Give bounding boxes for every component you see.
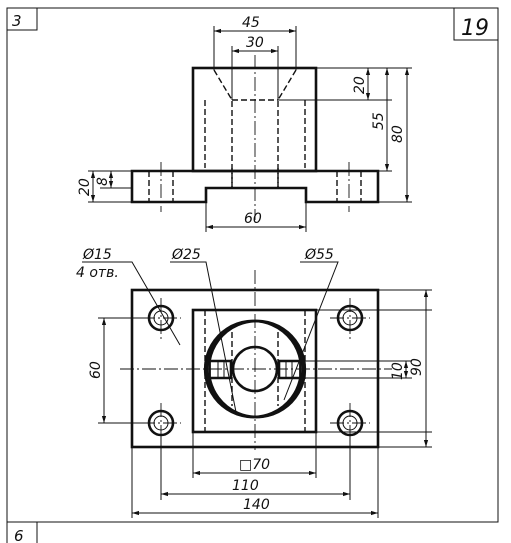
dim-slot-width: 60 [244,211,262,227]
dim-hole-spacing-vertical: 60 [88,361,104,379]
inner-diameter-label: Ø25 [171,247,201,263]
dim-body-height: 55 [371,112,387,130]
top-view [82,261,432,518]
sheet-number-top-left: 3 [12,12,22,30]
base-outline [130,169,380,204]
dim-top-inner: 30 [246,35,264,51]
hole-diameter-label: Ø15 [82,247,112,263]
outer-diameter-label: Ø55 [304,247,334,263]
hole-count-label: 4 отв. [76,265,119,281]
sheet-number-top-right: 19 [461,16,489,41]
dim-bore-depth: 20 [352,76,368,94]
square-body [191,308,318,434]
sheet-frame [6,7,499,543]
dim-square: □70 [239,457,270,473]
upper-body [191,66,318,173]
dim-base-height: 20 [77,178,93,196]
sheet-number-bottom-left: 6 [14,527,24,543]
dim-hole-spacing-horizontal: 110 [232,478,259,494]
dim-slot-height: 10 [390,362,406,380]
dim-overall-height: 90 [409,358,425,376]
dim-overall-width: 140 [243,497,270,513]
dim-total-height: 80 [390,125,406,143]
dim-top-outer: 45 [242,15,260,31]
front-view [88,26,412,232]
dim-base-lower: 8 [95,177,111,186]
